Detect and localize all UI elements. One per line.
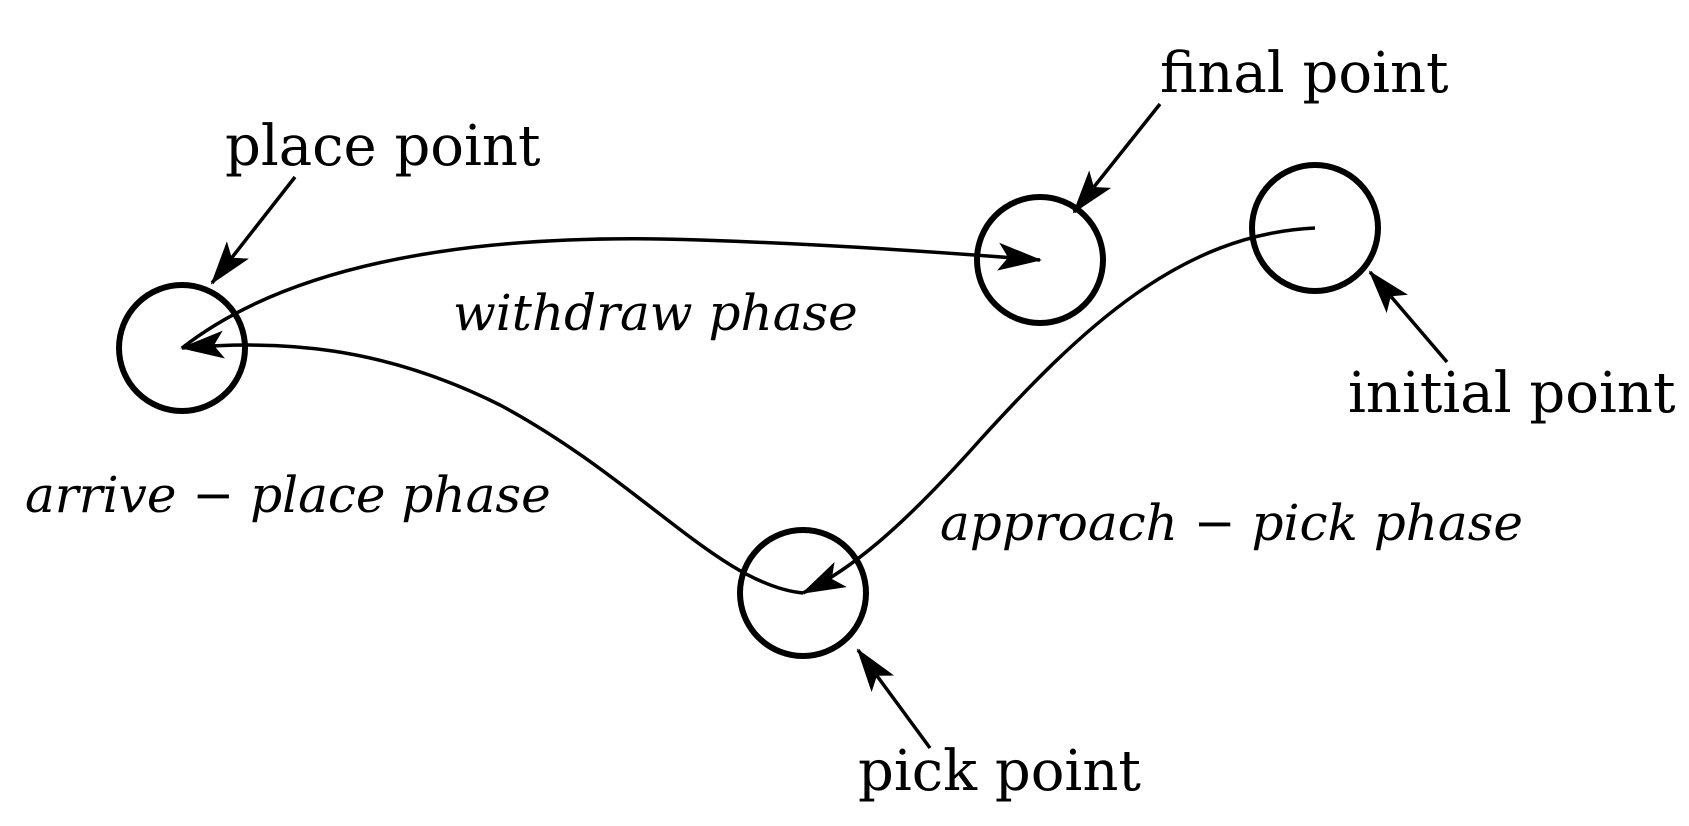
initial-point-circle — [1249, 162, 1381, 294]
final-point-circle — [974, 194, 1106, 326]
initial-point-label: initial point — [1348, 361, 1676, 426]
arrive-place-phase-label: arrive − place phase — [25, 466, 551, 524]
place-point-circle — [116, 282, 248, 414]
withdraw-phase-label: withdraw phase — [453, 284, 858, 342]
approach-pick-trajectory — [801, 226, 1316, 595]
arrive-place-trajectory — [180, 330, 804, 595]
pick-point-label: pick point — [858, 739, 1141, 804]
initial-point-pointer-arrow — [1368, 270, 1449, 364]
pick-point-circle — [737, 527, 869, 659]
final-point-label: final point — [1160, 41, 1449, 106]
pick-point-pointer-arrow — [856, 648, 932, 750]
approach-pick-phase-label: approach − pick phase — [940, 494, 1523, 552]
final-point-pointer-arrow — [1072, 102, 1162, 214]
place-point-label: place point — [225, 114, 541, 179]
withdraw-trajectory — [180, 237, 1042, 350]
place-point-pointer-arrow — [210, 175, 297, 285]
